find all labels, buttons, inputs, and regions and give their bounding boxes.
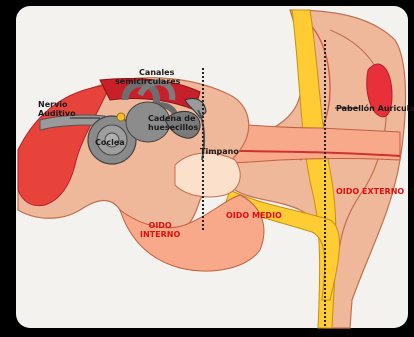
label-canales-line1: Canales bbox=[133, 68, 180, 77]
label-nervio-line1: Nervio bbox=[38, 100, 76, 109]
label-pabellon-auricular: Pabellón Auricular bbox=[336, 104, 414, 113]
label-canales-semicirculares: Canales semicirculares bbox=[115, 68, 180, 86]
label-cadena-huesecillos: Cadena de huesecillos bbox=[148, 114, 198, 132]
label-cadena-line1: Cadena de bbox=[148, 114, 198, 123]
middle-ear-cavity bbox=[175, 153, 240, 197]
label-oido-medio: OIDO MEDIO bbox=[226, 211, 282, 220]
label-nervio-auditivo: Nervio Auditivo bbox=[38, 100, 76, 118]
label-oido-interno-line2: INTERNO bbox=[140, 230, 180, 239]
label-nervio-line2: Auditivo bbox=[38, 109, 76, 118]
label-oido-interno: OIDO INTERNO bbox=[140, 221, 180, 239]
label-oido-externo: OIDO EXTERNO bbox=[336, 187, 404, 196]
label-coclea: Coclea bbox=[95, 138, 125, 147]
label-canales-line2: semicirculares bbox=[115, 77, 180, 86]
label-oido-interno-line1: OIDO bbox=[140, 221, 180, 230]
label-cadena-line2: huesecillos bbox=[148, 123, 198, 132]
label-timpano: Timpano bbox=[200, 147, 239, 156]
